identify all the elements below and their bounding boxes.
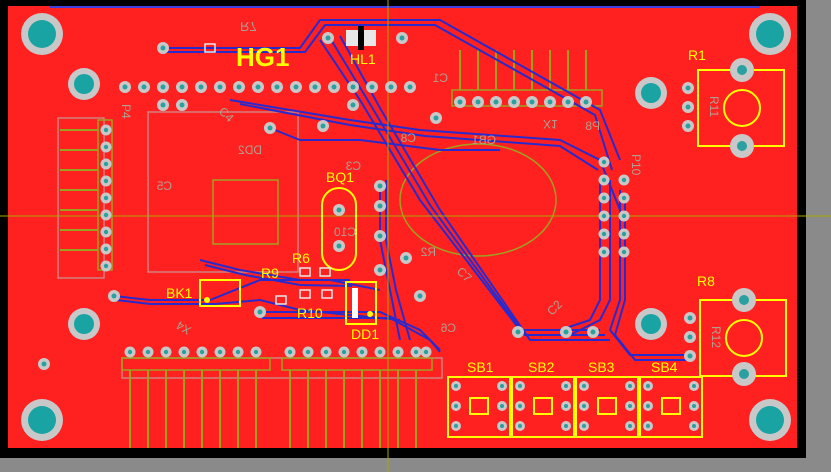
battery-gb1-outline: [399, 143, 557, 257]
header-x1-pins: [459, 50, 587, 90]
button-sb1: [447, 376, 511, 438]
label-r1: R1: [688, 47, 706, 63]
label-r7: R7: [240, 19, 257, 34]
x1-outline: [451, 89, 603, 107]
dd2-outline: [147, 111, 299, 273]
header-x4-body: [121, 357, 271, 371]
pot-r1: [697, 58, 785, 158]
copper-pour: [8, 6, 797, 448]
label-r9: R9: [261, 265, 279, 281]
mount-hole-mr2-drill: [641, 314, 661, 334]
label-bk1: BK1: [166, 285, 193, 301]
component-outlines: [97, 89, 603, 371]
mount-hole-ml2-drill: [74, 314, 94, 334]
mount-hole-ml-drill: [74, 74, 94, 94]
button-sb4: [639, 376, 703, 438]
label-c3: C3: [345, 159, 361, 173]
label-hl1: HL1: [350, 51, 376, 67]
crystal-bq1: [321, 187, 357, 271]
mounting-holes: [21, 13, 791, 441]
label-dd2: DD2: [238, 143, 262, 157]
smd-pads: [204, 43, 333, 305]
mount-hole-bl-drill: [28, 406, 56, 434]
sensor-dd1: [345, 281, 377, 325]
label-sb4: SB4: [651, 359, 678, 375]
title-label-hg1: HG1: [236, 42, 289, 72]
label-x4: X4: [174, 318, 194, 338]
header-x4-pins: [129, 370, 417, 448]
mount-hole-br-drill: [756, 406, 784, 434]
label-r11: R11: [707, 96, 721, 117]
label-p4: P4: [119, 104, 133, 119]
label-sb1: SB1: [467, 359, 494, 375]
label-bq1: BQ1: [326, 169, 354, 185]
label-sb2: SB2: [528, 359, 555, 375]
traces: [113, 19, 690, 361]
label-r8: R8: [697, 273, 715, 289]
label-c5: C5: [156, 179, 172, 193]
label-c10: C10: [334, 225, 356, 239]
label-p10: P10: [629, 154, 643, 176]
label-c8: C8: [400, 131, 416, 145]
led-hl1: [346, 26, 376, 50]
button-sb3: [575, 376, 639, 438]
pin-row-top: [119, 81, 416, 93]
pot-r8: [699, 288, 787, 386]
label-r10: R10: [297, 305, 323, 321]
pin-row-x1: [454, 96, 592, 108]
label-dd1: DD1: [351, 326, 379, 342]
pin-row-second: [157, 32, 442, 134]
label-r6: R6: [292, 250, 310, 266]
mount-hole-tl-drill: [28, 20, 56, 48]
mount-hole-mr-drill: [641, 83, 661, 103]
misc-pads: [38, 180, 599, 370]
mount-hole-tr-drill: [756, 20, 784, 48]
label-r12: R12: [709, 326, 723, 348]
label-gb1: GB1: [472, 133, 496, 147]
bottom-labels: R7 P4 C1 X1 C4 DD2 C5 C3 C8 GB1 C10 R2 C…: [119, 19, 723, 348]
label-r2: R2: [420, 245, 436, 259]
pins-r1-r8: [682, 82, 696, 362]
label-p8: P8: [585, 119, 600, 133]
header-x4b-body: [281, 357, 433, 371]
pin-col-p10: [598, 156, 630, 258]
label-sb3: SB3: [588, 359, 615, 375]
label-c1: C1: [432, 71, 448, 85]
pin-col-p4: [100, 124, 120, 302]
label-x1: X1: [543, 117, 558, 131]
chip-dd2-body: [212, 179, 279, 245]
label-c6: C6: [440, 321, 456, 335]
connector-p4-pins: [60, 129, 98, 251]
buzzer-bk1: [199, 279, 241, 307]
pin-row-x4: [124, 346, 432, 358]
button-sb2: [511, 376, 575, 438]
